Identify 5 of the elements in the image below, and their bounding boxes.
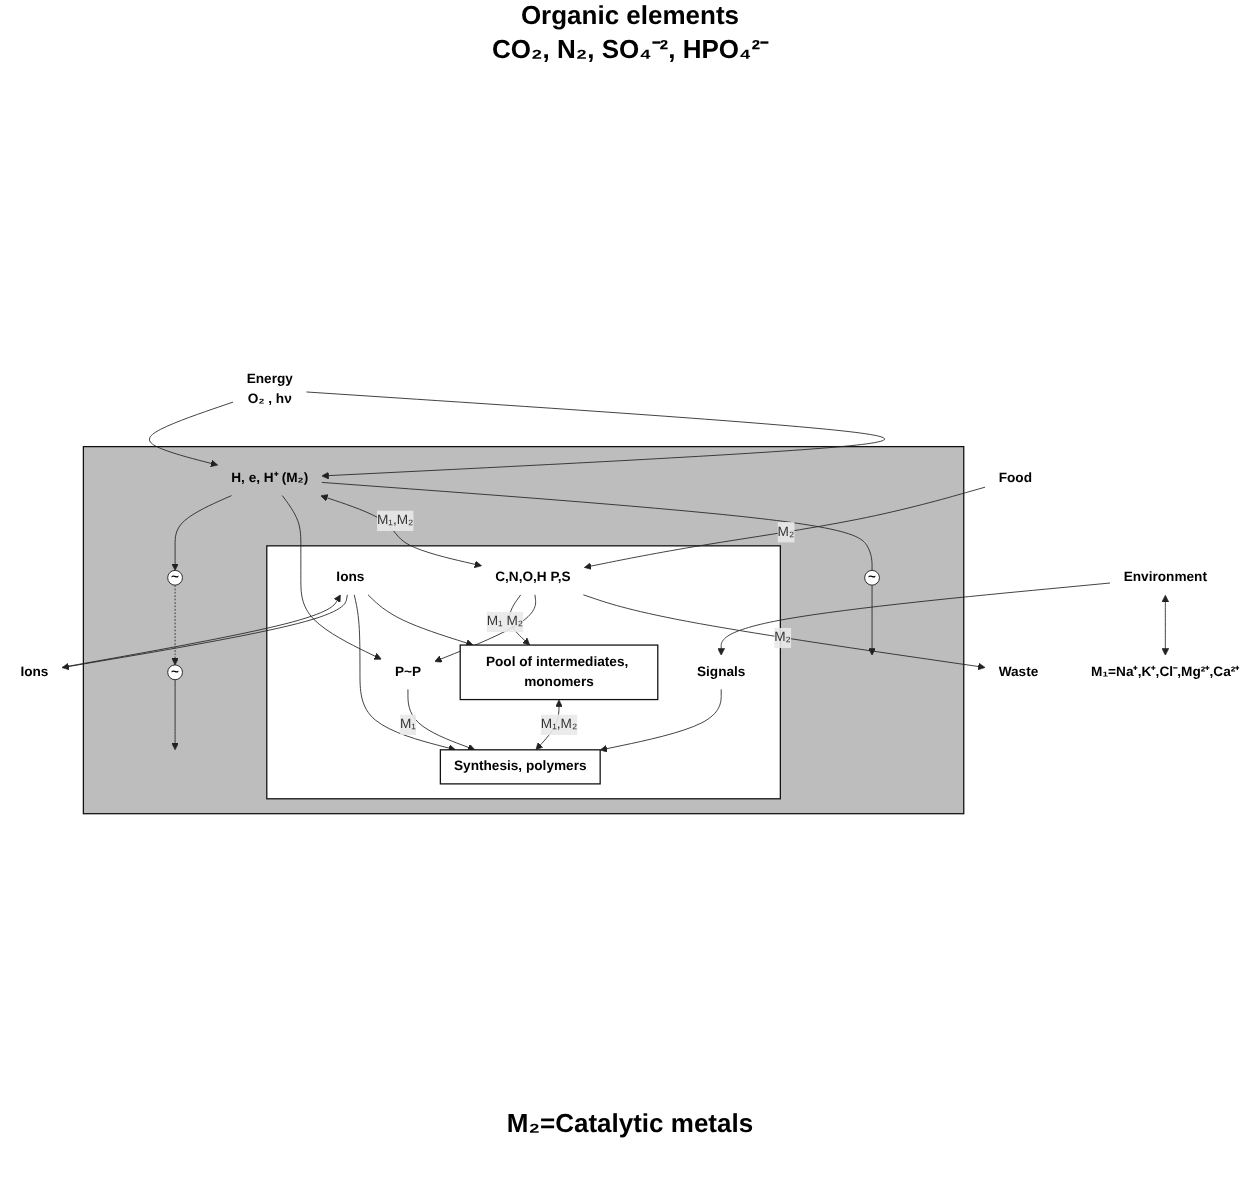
heading-text: Organic elements [518,0,742,34]
connector-line [321,481,873,571]
formula-text: CO₂, N₂, SO₄⁻², HPO₄²⁻ [489,33,771,68]
formula-text: M₂=Catalytic metals [504,1107,756,1142]
arrow [1161,594,1170,656]
